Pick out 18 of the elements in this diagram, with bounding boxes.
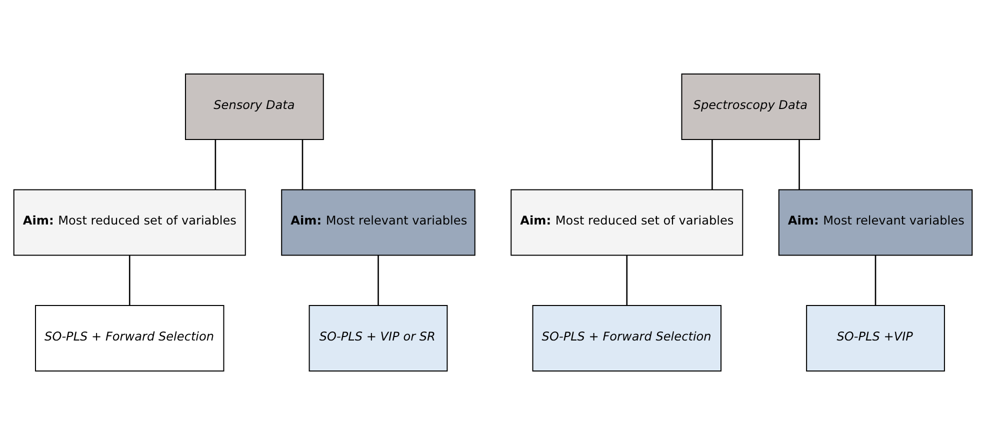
connector [377,255,378,306]
connector [798,140,800,190]
node-box: SO-PLS + VIP or SR [308,305,448,372]
node-box: Spectroscopy Data [680,74,820,140]
node-box: SO-PLS +VIP [806,305,944,372]
node-box: Aim: Most reduced set of variables [12,189,246,256]
connector [301,140,303,190]
node-box: Sensory Data [184,74,324,140]
connector [711,140,712,190]
node-box: Aim: Most reduced set of variables [510,189,743,256]
node-box: Aim: Most relevant variables [280,189,475,256]
connector [214,140,216,190]
node-box: Aim: Most relevant variables [778,189,972,256]
node-box: SO-PLS + Forward Selection [532,305,721,372]
node-box: SO-PLS + Forward Selection [34,305,224,372]
connector [128,255,130,306]
connector [874,255,876,306]
connector [626,255,628,306]
